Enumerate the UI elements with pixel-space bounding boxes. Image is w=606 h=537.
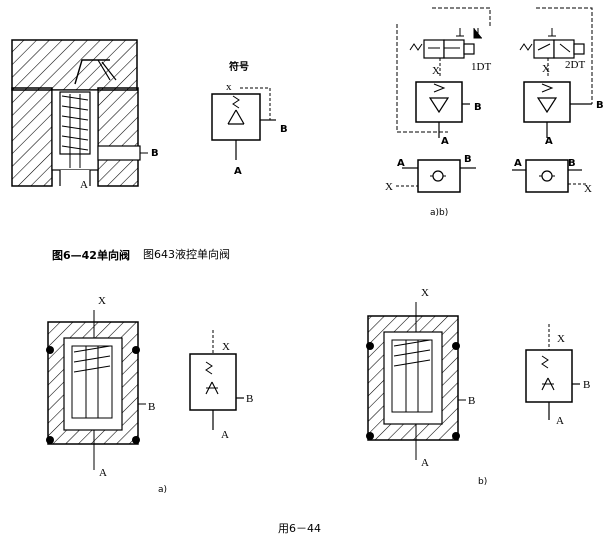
symbol-label-a: A xyxy=(234,166,242,177)
bl-b: B xyxy=(148,401,155,413)
caption-fig-6-43: 图643液控单向阀 xyxy=(143,247,230,261)
br-sym-b: B xyxy=(583,379,590,391)
pilot-valve-right xyxy=(519,7,593,138)
pilot-check-symbol-b xyxy=(525,324,580,420)
pilot-check-section-a xyxy=(46,310,146,470)
sym-left-b: B xyxy=(464,154,472,165)
check-valve-symbol xyxy=(211,87,276,160)
caption-fig-6-44: 用6－44 xyxy=(278,522,321,535)
bl-x: X xyxy=(98,295,106,307)
small-symbol-left xyxy=(396,159,476,193)
sym-right-a: A xyxy=(514,158,522,169)
bl-sym-x: X xyxy=(222,341,230,353)
tr-right-x: X xyxy=(542,63,550,75)
tr-right-2dt: 2DT xyxy=(565,59,585,71)
br-a: A xyxy=(421,457,429,469)
bl-a: A xyxy=(99,467,107,479)
br-sym-x: X xyxy=(557,333,565,345)
sym-left-a: A xyxy=(397,158,405,169)
symbol-label-b: B xyxy=(280,124,288,135)
pilot-check-section-b xyxy=(366,302,466,460)
pilot-check-symbol-a xyxy=(189,330,244,430)
symbol-label-x: x xyxy=(226,81,232,93)
sym-left-x: X xyxy=(385,181,393,193)
symbol-title: 符号 xyxy=(229,60,249,73)
sym-right-b: B xyxy=(568,158,576,169)
tr-right-a: A xyxy=(545,136,553,147)
label-a: A xyxy=(80,179,88,191)
pilot-valve-left xyxy=(396,7,491,138)
br-b: B xyxy=(468,395,475,407)
br-sym-a: A xyxy=(556,415,564,427)
small-symbol-right xyxy=(512,159,586,193)
sub-caption-ab: a)b) xyxy=(430,208,448,218)
br-x: X xyxy=(421,287,429,299)
sub-caption-a: a) xyxy=(158,485,167,495)
tr-left-b: B xyxy=(474,102,482,113)
caption-fig-6-42: 图6—42单向阀 xyxy=(52,248,130,262)
tr-left-1dt: 1DT xyxy=(471,61,491,73)
label-b: B xyxy=(151,148,159,159)
tr-right-b: B xyxy=(596,100,604,111)
check-valve-section xyxy=(11,39,148,188)
bl-sym-b: B xyxy=(246,393,253,405)
sym-right-x: X xyxy=(584,183,592,195)
sub-caption-b: b) xyxy=(478,477,487,487)
bl-sym-a: A xyxy=(221,429,229,441)
tr-left-a: A xyxy=(441,136,449,147)
tr-left-x: X xyxy=(432,65,440,77)
